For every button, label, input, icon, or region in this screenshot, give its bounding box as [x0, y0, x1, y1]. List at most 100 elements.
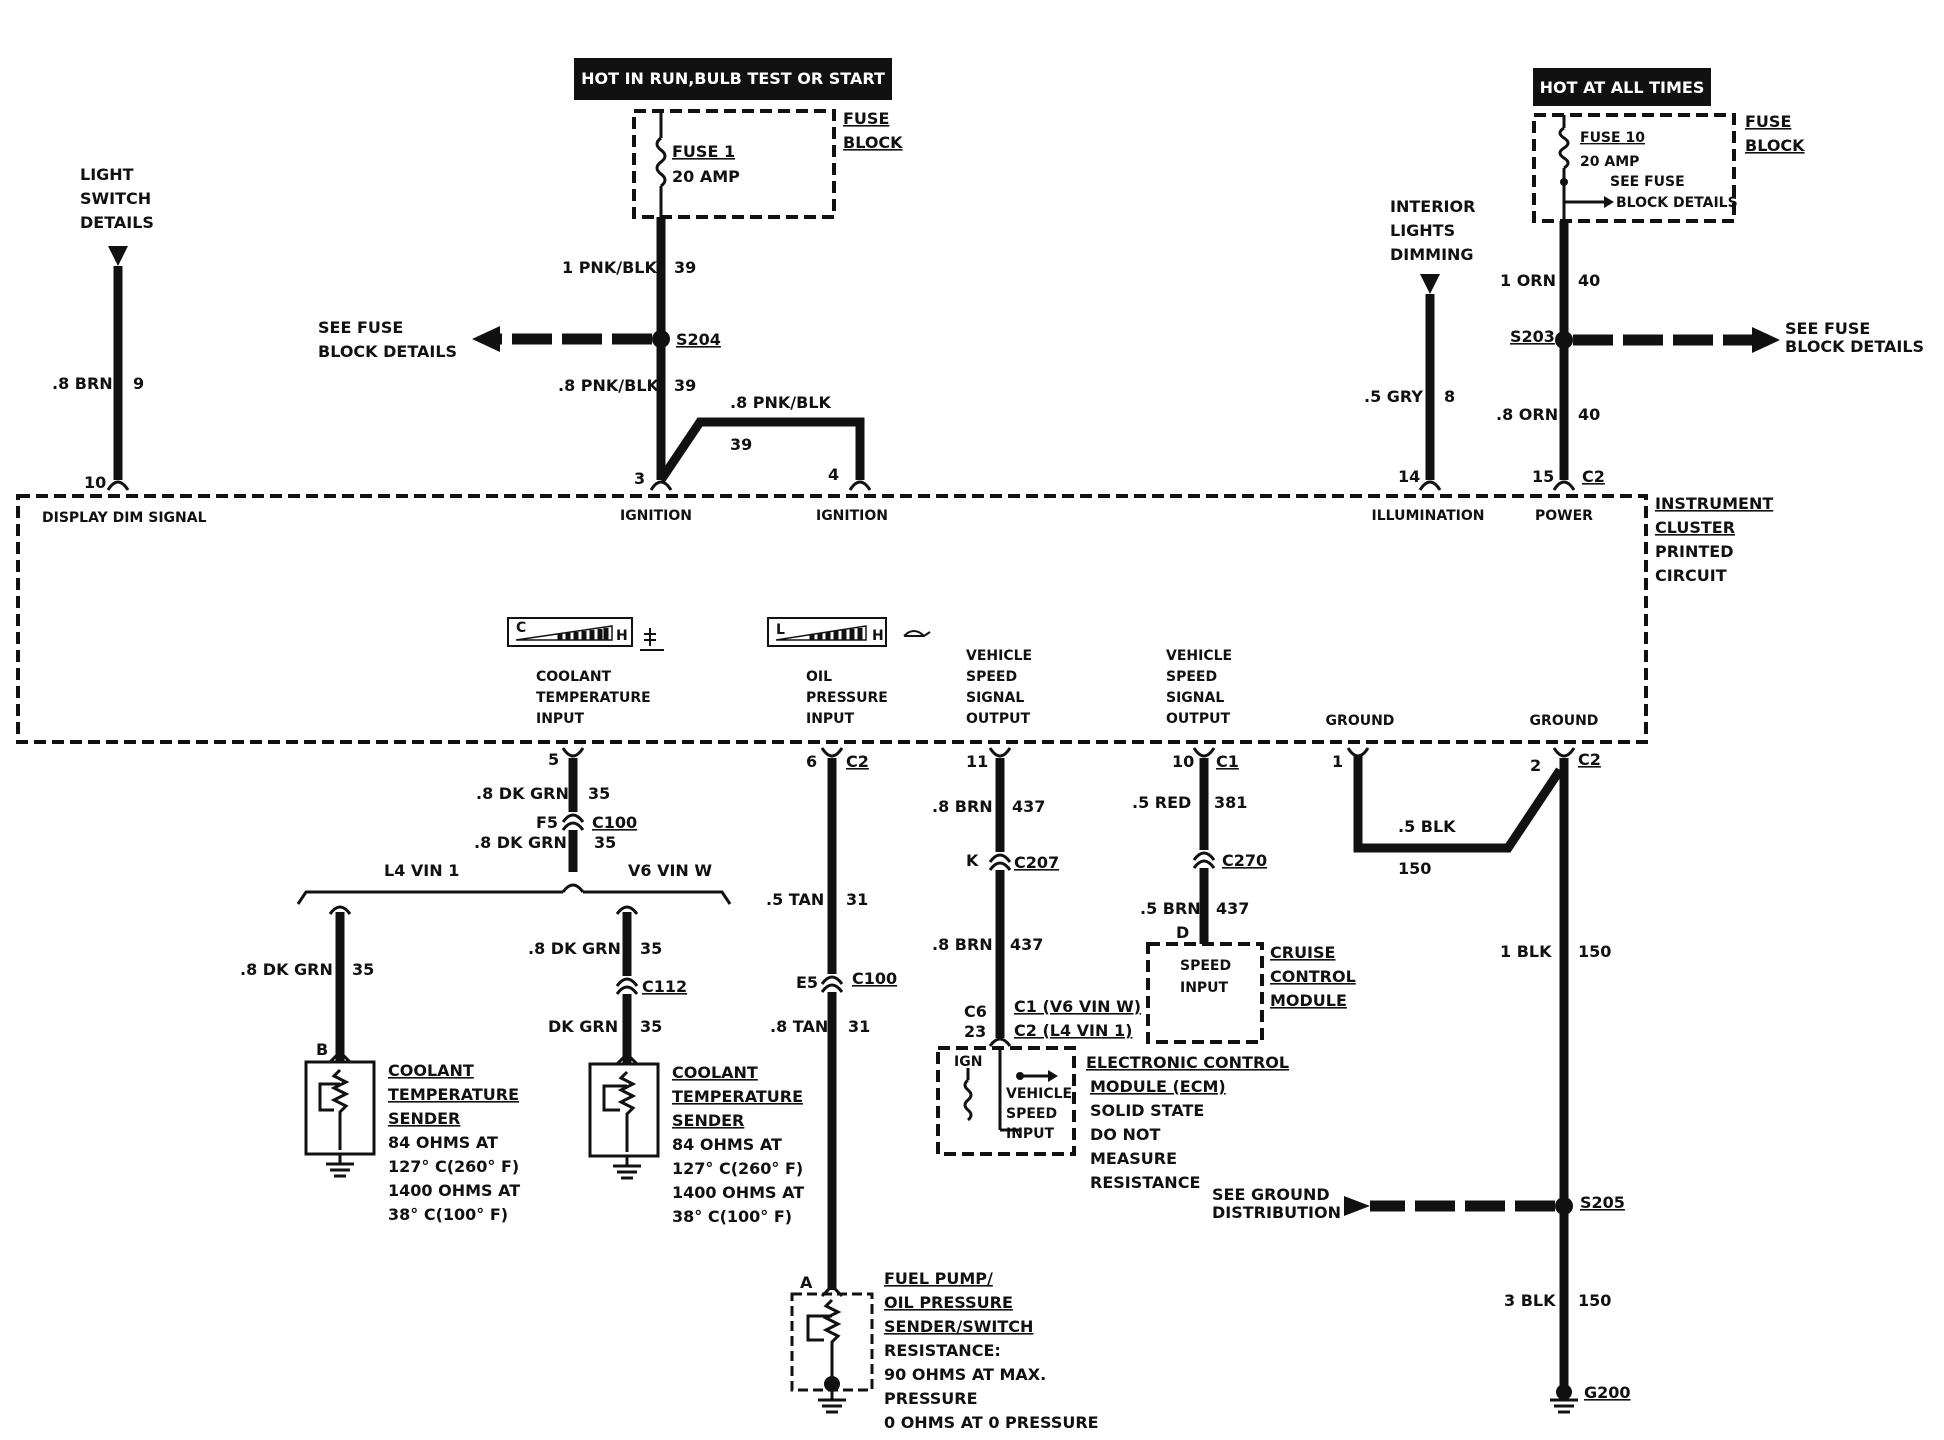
ecm-note-3: MEASURE — [1090, 1149, 1177, 1168]
oil-sender-name-3: SENDER/SWITCH — [884, 1317, 1033, 1336]
oil-sender-spec-4: 0 OHMS AT 0 PRESSURE — [884, 1413, 1099, 1432]
pin-11: 11 — [966, 752, 988, 771]
ecm-c6: C6 — [964, 1002, 987, 1021]
coolant-right-name-3: SENDER — [672, 1111, 744, 1130]
cruise-inner-1: SPEED — [1180, 958, 1231, 974]
wire-blk-150-jumper — [1353, 756, 1564, 853]
coolant-v6-label: V6 VIN W — [628, 861, 712, 880]
pin-4-top: 4 — [828, 465, 839, 484]
ecm-c1-note: C1 (V6 VIN W) — [1014, 997, 1141, 1016]
coolant-right-circuit: 35 — [640, 939, 662, 958]
ground-label-1: GROUND — [1326, 713, 1395, 729]
fuse-10-rating: 20 AMP — [1580, 154, 1639, 170]
coolant-right-name-2: TEMPERATURE — [672, 1087, 803, 1106]
see-fuse-right-1: SEE FUSE — [1785, 319, 1870, 338]
splice-s204-label: S204 — [676, 330, 721, 349]
c270-connector — [1192, 851, 1216, 869]
vss1-label-1: VEHICLE — [966, 648, 1032, 664]
ecm-pin-23: 23 — [964, 1022, 986, 1041]
coolant-input-1: COOLANT — [536, 669, 612, 685]
oil-pressure-sender-icon — [790, 1283, 874, 1414]
wire-orn-2-color: .8 ORN — [1496, 405, 1558, 424]
coolant-c112: C112 — [642, 977, 687, 996]
cluster-title-3: PRINTED — [1655, 542, 1734, 561]
label-display-dim-signal: DISPLAY DIM SIGNAL — [42, 510, 207, 526]
pin-1: 1 — [1332, 752, 1343, 771]
hot-run-banner-text: HOT IN RUN,BULB TEST OR START — [581, 69, 885, 88]
coolant-gauge-icon — [507, 617, 664, 651]
wire-pnk-2-color: .8 PNK/BLK — [558, 376, 660, 395]
ground-blk3-color: 3 BLK — [1504, 1291, 1556, 1310]
cruise-w2-color: .5 BRN — [1140, 899, 1201, 918]
ground-dist-arrow-icon — [1344, 1196, 1370, 1216]
ecm-w1-circuit: 437 — [1012, 797, 1045, 816]
hot-all-banner-text: HOT AT ALL TIMES — [1540, 78, 1705, 97]
ground-blk3-circuit: 150 — [1578, 1291, 1611, 1310]
oil-input-1: OIL — [806, 669, 832, 685]
c112-connector — [615, 977, 639, 995]
fuse-block-left-label-2: BLOCK — [843, 133, 903, 152]
coolant-right-spec-4: 38° C(100° F) — [672, 1207, 792, 1226]
oil-pressure-gauge-icon — [767, 617, 931, 647]
wire-brn-9-color: .8 BRN — [52, 374, 113, 393]
coolant-left-name-3: SENDER — [388, 1109, 460, 1128]
coolant-left-name-1: COOLANT — [388, 1061, 474, 1080]
oil-pin-a: A — [800, 1273, 813, 1292]
light-switch-label-2: SWITCH — [80, 189, 151, 208]
oil-e5: E5 — [796, 973, 818, 992]
ecm-pin-connector — [988, 1037, 1012, 1047]
light-switch-label-3: DETAILS — [80, 213, 154, 232]
vin-option-bracket — [296, 883, 732, 905]
oil-sender-name-1: FUEL PUMP/ — [884, 1269, 993, 1288]
ecm-name-2: MODULE (ECM) — [1090, 1077, 1226, 1096]
oil-sender-spec-2: 90 OHMS AT MAX. — [884, 1365, 1046, 1384]
coolant-gauge-high: H — [616, 628, 628, 644]
wire-pnk-3-circuit: 39 — [730, 435, 752, 454]
splice-s203-dot — [1555, 331, 1573, 349]
cruise-pin-d: D — [1176, 923, 1189, 942]
ecm-note-4: RESISTANCE — [1090, 1173, 1200, 1192]
coolant-sender-left-icon — [304, 1049, 376, 1178]
ground-g200-label: G200 — [1584, 1383, 1631, 1402]
coolant-right2-circuit: 35 — [640, 1017, 662, 1036]
oil-input-3: INPUT — [806, 711, 855, 727]
cluster-title-2: CLUSTER — [1655, 518, 1735, 537]
see-ground-2: DISTRIBUTION — [1212, 1203, 1341, 1222]
oil-sender-spec-3: PRESSURE — [884, 1389, 978, 1408]
ecm-note-2: DO NOT — [1090, 1125, 1160, 1144]
coolant-sender-right-icon — [588, 1051, 660, 1180]
oil-sender-spec-1: RESISTANCE: — [884, 1341, 1001, 1360]
wire-pnk-2-circuit: 39 — [674, 376, 696, 395]
hot-run-banner — [574, 58, 892, 100]
c2-ground: C2 — [1578, 750, 1601, 769]
cruise-w2-circuit: 437 — [1216, 899, 1249, 918]
vss2-label-3: SIGNAL — [1166, 690, 1224, 706]
see-fuse-right-2: BLOCK DETAILS — [1785, 337, 1924, 356]
oil-sender-name-2: OIL PRESSURE — [884, 1293, 1013, 1312]
coolant-w2-color: .8 DK GRN — [474, 833, 567, 852]
vss2-label-2: SPEED — [1166, 669, 1217, 685]
arrow-right-icon — [1752, 327, 1780, 353]
ecm-inner-3: INPUT — [1006, 1126, 1055, 1142]
cruise-name-1: CRUISE — [1270, 943, 1335, 962]
cruise-w1-color: .5 RED — [1132, 793, 1191, 812]
pin-15-top: 15 — [1532, 467, 1554, 486]
splice-s205-dot — [1555, 1197, 1573, 1215]
coolant-right-spec-1: 84 OHMS AT — [672, 1135, 782, 1154]
coolant-input-3: INPUT — [536, 711, 585, 727]
oil-gauge-low: L — [776, 622, 785, 638]
coolant-left-spec-3: 1400 OHMS AT — [388, 1181, 520, 1200]
coolant-left-circuit: 35 — [352, 960, 374, 979]
label-power: POWER — [1535, 508, 1593, 524]
coolant-right2-color: DK GRN — [548, 1017, 618, 1036]
cluster-title-1: INSTRUMENT — [1655, 494, 1773, 513]
ecm-ign: IGN — [954, 1054, 982, 1070]
coolant-w1-color: .8 DK GRN — [476, 784, 569, 803]
wire-orn-1-color: 1 ORN — [1500, 271, 1556, 290]
see-fuse-left-2: BLOCK DETAILS — [318, 342, 457, 361]
ground-blk1-circuit: 150 — [1398, 859, 1431, 878]
pin-14-connector — [1418, 480, 1442, 491]
coolant-left-spec-1: 84 OHMS AT — [388, 1133, 498, 1152]
vss1-label-3: SIGNAL — [966, 690, 1024, 706]
